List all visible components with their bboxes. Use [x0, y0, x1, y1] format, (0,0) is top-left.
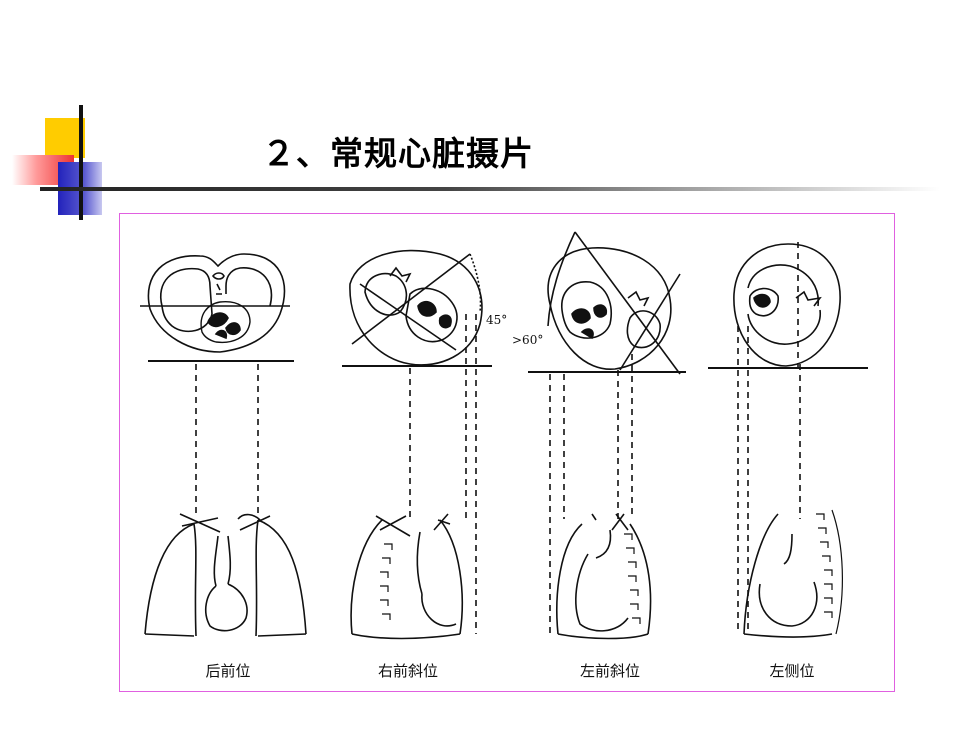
- figure-drawing: 后前位 45°: [140, 231, 868, 680]
- angle-label-lao: >60°: [512, 333, 543, 347]
- title-underline: [40, 187, 940, 191]
- caption-pa: 后前位: [205, 662, 250, 680]
- slide-title: ２、常规心脏摄片: [262, 134, 534, 173]
- cardiac-projection-figure: 后前位 45°: [119, 213, 895, 692]
- angle-label-rao: 45°: [486, 313, 507, 327]
- rao-chest-outline-icon: [350, 513, 464, 640]
- caption-lateral: 左侧位: [769, 662, 814, 680]
- lao-cross-section-icon: [528, 231, 686, 375]
- lateral-chest-outline-icon: [743, 509, 843, 638]
- view-lateral: 左侧位: [708, 242, 868, 680]
- caption-lao: 左前斜位: [580, 662, 640, 680]
- lao-chest-outline-icon: [556, 513, 652, 640]
- decor-yellow-square: [45, 118, 85, 158]
- lateral-cross-section-icon: [708, 242, 868, 372]
- view-rao: 45° 右前斜位: [342, 249, 507, 680]
- pa-chest-outline-icon: [144, 513, 307, 637]
- view-pa: 后前位: [140, 253, 307, 680]
- caption-rao: 右前斜位: [378, 662, 438, 680]
- view-lao: >60° 左前斜位: [512, 231, 686, 680]
- rao-cross-section-icon: [342, 249, 492, 367]
- decor-vertical-line: [79, 105, 83, 220]
- pa-cross-section-icon: [140, 253, 294, 362]
